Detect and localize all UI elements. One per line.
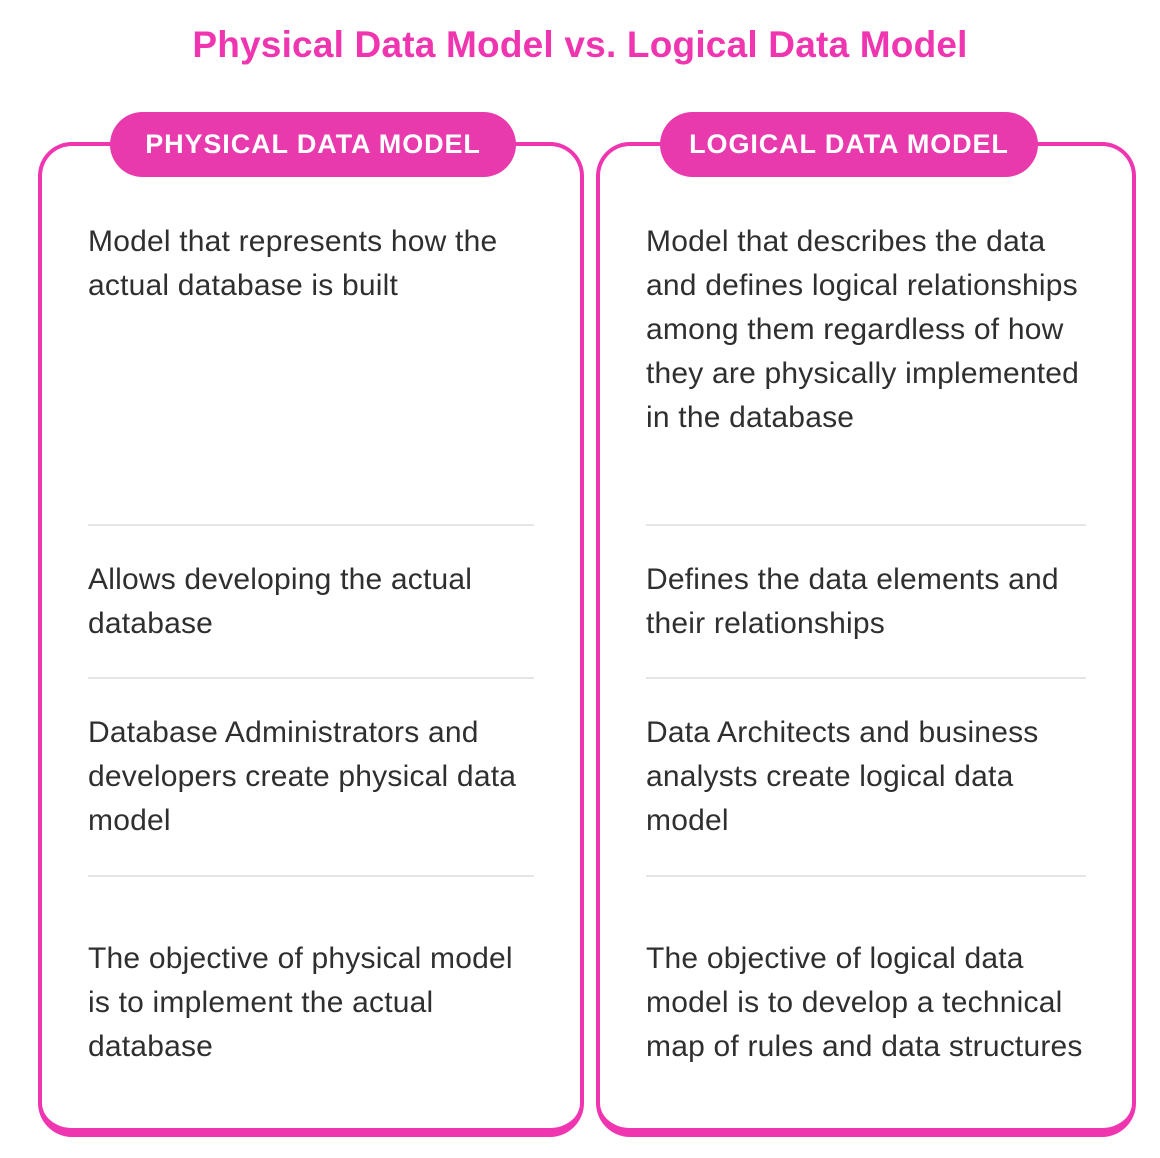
physical-row-text-4: The objective of physical model is to im… <box>88 941 513 1063</box>
card-physical: Model that represents how the actual dat… <box>38 142 584 1137</box>
physical-header-pill: PHYSICAL DATA MODEL <box>110 112 516 177</box>
logical-row-text-4: The objective of logical data model is t… <box>646 941 1083 1063</box>
logical-row-text-1: Model that describes the data and define… <box>646 225 1080 434</box>
physical-row-text-2: Allows developing the actual database <box>88 562 473 640</box>
logical-header-label: LOGICAL DATA MODEL <box>689 129 1009 159</box>
page-title: Physical Data Model vs. Logical Data Mod… <box>192 24 968 65</box>
table-row: Model that describes the data and define… <box>646 146 1086 524</box>
table-row: The objective of physical model is to im… <box>88 875 534 1128</box>
logical-rows: Model that describes the data and define… <box>600 146 1132 1128</box>
logical-row-text-2: Defines the data elements and their rela… <box>646 562 1059 640</box>
table-row: Database Administrators and developers c… <box>88 677 534 875</box>
physical-row-text-3: Database Administrators and developers c… <box>88 716 517 837</box>
table-row: Data Architects and business analysts cr… <box>646 677 1086 875</box>
physical-row-text-1: Model that represents how the actual dat… <box>88 225 498 302</box>
table-row: Allows developing the actual database <box>88 524 534 677</box>
logical-header-pill: LOGICAL DATA MODEL <box>660 112 1038 177</box>
table-row: Model that represents how the actual dat… <box>88 146 534 524</box>
table-row: Defines the data elements and their rela… <box>646 524 1086 677</box>
card-logical: Model that describes the data and define… <box>596 142 1136 1137</box>
physical-header-label: PHYSICAL DATA MODEL <box>145 129 481 159</box>
physical-rows: Model that represents how the actual dat… <box>42 146 580 1128</box>
logical-row-text-3: Data Architects and business analysts cr… <box>646 716 1039 837</box>
table-row: The objective of logical data model is t… <box>646 875 1086 1128</box>
